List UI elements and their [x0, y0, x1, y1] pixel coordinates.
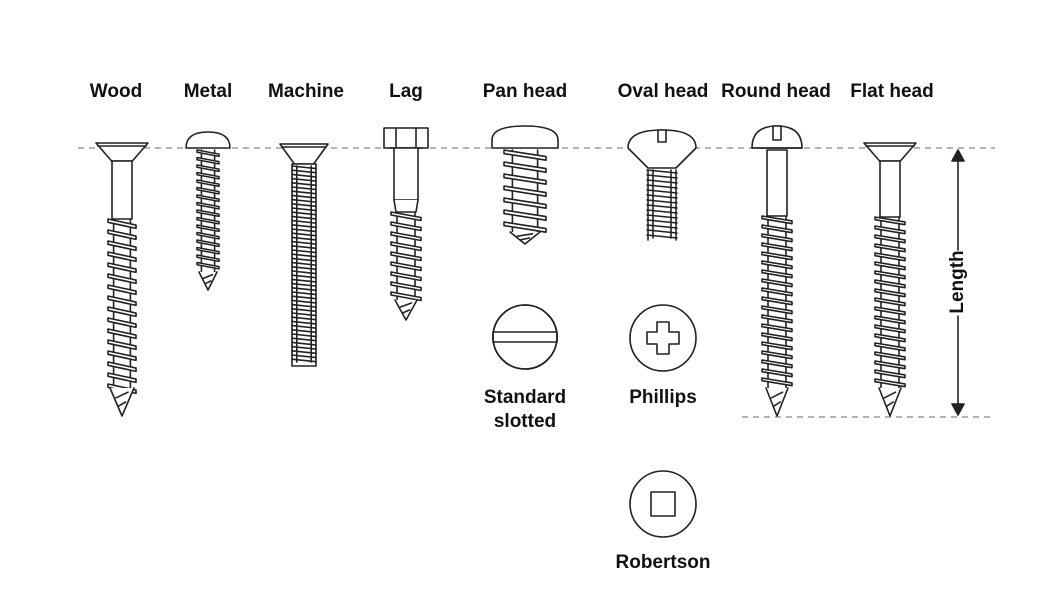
label-wood: Wood: [89, 81, 143, 102]
length-label-text: Length: [947, 250, 968, 314]
oval-head-screw-icon: [627, 129, 697, 241]
label-flat-head: Flat head: [850, 81, 934, 102]
label-standard-slotted-line1: Standard: [483, 387, 567, 408]
phillips-drive-icon: [629, 304, 697, 372]
pan-head-screw-icon: [491, 125, 559, 245]
machine-screw-icon: [279, 143, 329, 367]
label-robertson: Robertson: [615, 552, 711, 573]
label-oval-head: Oval head: [617, 81, 709, 102]
flat-head-screw-icon: [863, 142, 917, 417]
label-standard-slotted-line2: slotted: [493, 411, 557, 432]
metal-screw-icon: [185, 131, 231, 291]
label-metal: Metal: [183, 81, 233, 102]
label-phillips: Phillips: [629, 387, 697, 408]
length-arrow-icon: [951, 149, 965, 416]
label-lag: Lag: [389, 81, 423, 102]
label-standard-slotted: Standard slotted: [465, 386, 585, 434]
lag-screw-icon: [383, 127, 429, 321]
robertson-drive-icon: [629, 470, 697, 538]
round-head-screw-icon: [751, 125, 803, 417]
label-machine: Machine: [267, 81, 345, 102]
label-pan-head: Pan head: [482, 81, 568, 102]
label-round-head: Round head: [721, 81, 831, 102]
wood-screw-icon: [95, 142, 149, 417]
standard-slotted-drive-icon: [492, 304, 558, 370]
